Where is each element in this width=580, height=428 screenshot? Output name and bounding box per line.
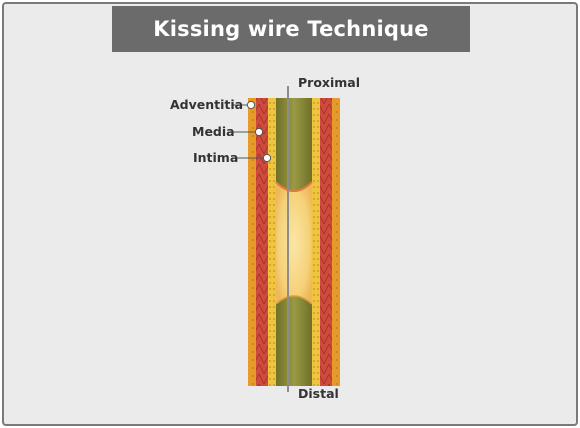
distal-label: Distal <box>298 386 339 401</box>
proximal-label: Proximal <box>298 75 361 90</box>
plaque-edge-top <box>275 181 313 192</box>
plaque-occlusion <box>276 182 312 304</box>
left-media <box>256 98 268 386</box>
left-adventitia <box>248 98 256 386</box>
adventitia-label: Adventitia <box>170 97 244 112</box>
right-adventitia <box>332 98 340 386</box>
left-intima <box>268 98 276 386</box>
right-media <box>320 98 332 386</box>
plaque-edge-bottom <box>275 295 313 305</box>
slide-title: Kissing wire Technique <box>112 6 470 52</box>
media-marker <box>254 127 264 137</box>
intima-marker <box>262 153 272 163</box>
vessel-diagram <box>232 86 340 392</box>
intima-label: Intima <box>193 150 239 165</box>
right-intima <box>312 98 320 386</box>
adventitia-marker <box>246 100 256 110</box>
media-label: Media <box>192 124 235 139</box>
